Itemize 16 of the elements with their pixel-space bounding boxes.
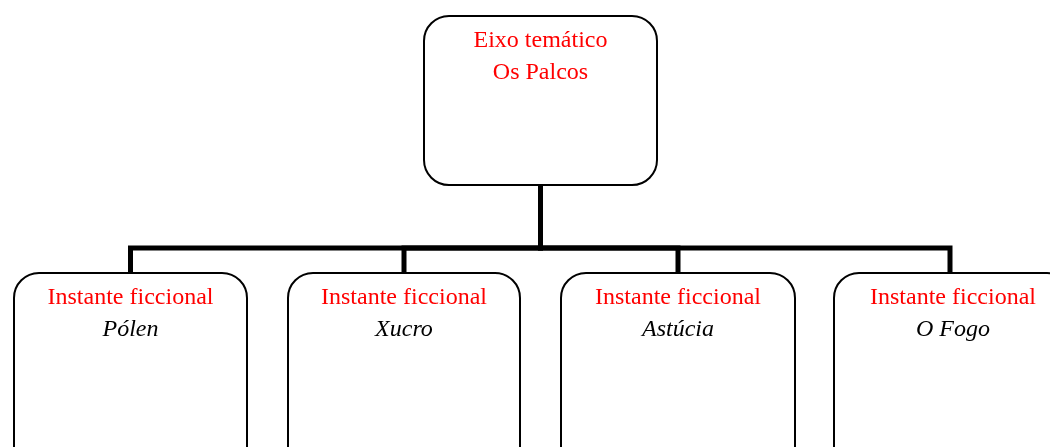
- rounded-box: [560, 272, 796, 447]
- box-heading: Instante ficcional: [870, 282, 1036, 311]
- rounded-box: [833, 272, 1050, 447]
- box-heading: Eixo temático: [473, 25, 608, 54]
- box-subtitle: Pólen: [102, 314, 159, 343]
- rounded-box: [13, 272, 248, 447]
- box-subtitle: Astúcia: [642, 314, 714, 343]
- rounded-box: [423, 15, 658, 186]
- box-subtitle: Xucro: [375, 314, 433, 343]
- rounded-box: [287, 272, 521, 447]
- box-heading: Os Palcos: [492, 57, 589, 86]
- box-heading: Instante ficcional: [321, 282, 487, 311]
- connector-line: [538, 186, 953, 272]
- box-heading: Instante ficcional: [595, 282, 761, 311]
- box-heading: Instante ficcional: [47, 282, 214, 311]
- box-subtitle: O Fogo: [916, 314, 990, 343]
